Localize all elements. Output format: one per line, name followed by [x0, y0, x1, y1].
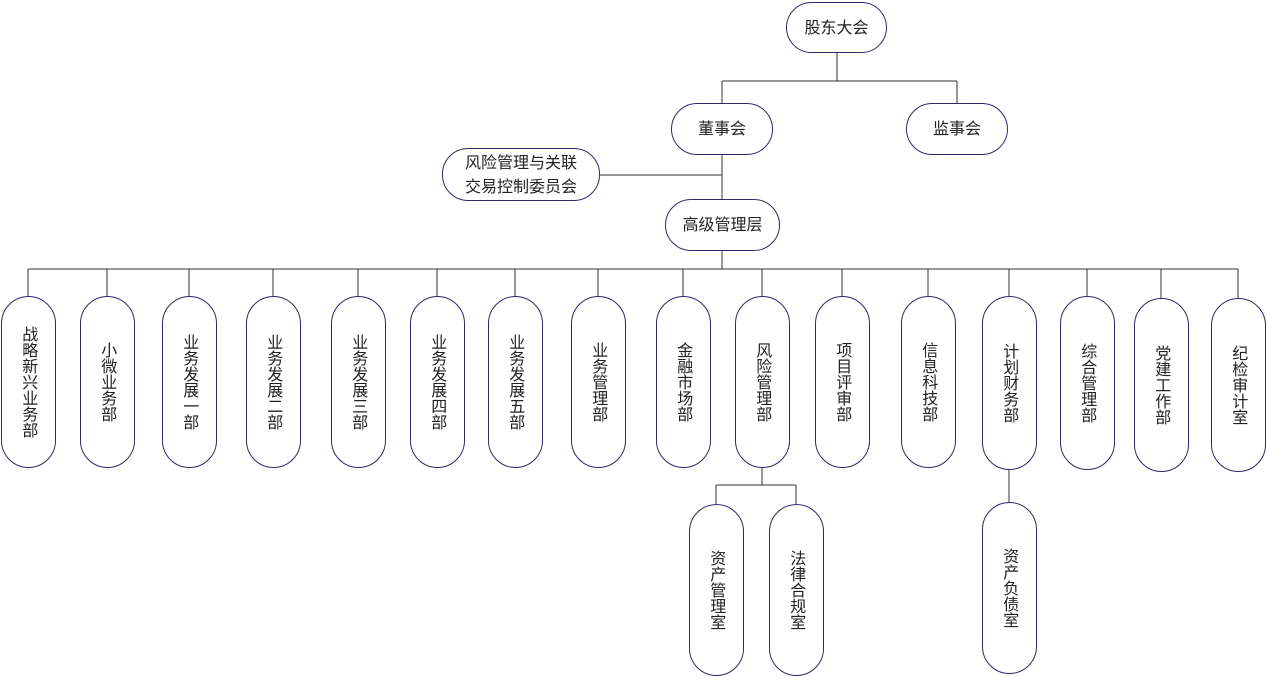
dept-strategic-emerging-business: 战略新兴业务部 [1, 296, 56, 468]
dept-discipline-audit: 纪检审计室 [1211, 298, 1266, 472]
dept-party-building: 党建工作部 [1134, 298, 1189, 472]
node-board-of-supervisors: 监事会 [906, 103, 1008, 155]
dept-project-review: 项目评审部 [815, 296, 870, 468]
dept-risk-management: 风险管理部 [735, 296, 790, 468]
dept-financial-markets: 金融市场部 [656, 296, 711, 468]
dept-business-management: 业务管理部 [571, 296, 626, 468]
sub-asset-liability-office: 资产负债室 [982, 502, 1037, 674]
node-risk-committee: 风险管理与关联 交易控制委员会 [442, 148, 600, 201]
dept-business-development-4: 业务发展四部 [410, 296, 465, 468]
dept-business-development-2: 业务发展二部 [246, 296, 301, 468]
dept-information-technology: 信息科技部 [901, 296, 956, 468]
node-senior-management: 高级管理层 [665, 199, 780, 251]
dept-business-development-1: 业务发展一部 [162, 296, 217, 468]
dept-planning-finance: 计划财务部 [982, 296, 1037, 470]
dept-business-development-3: 业务发展三部 [331, 296, 386, 468]
dept-small-micro-business: 小微业务部 [80, 296, 135, 468]
dept-business-development-5: 业务发展五部 [488, 296, 543, 468]
dept-general-management: 综合管理部 [1060, 296, 1115, 470]
node-board-of-directors: 董事会 [671, 103, 773, 155]
sub-asset-management-office: 资产管理室 [689, 504, 744, 676]
node-shareholders-meeting: 股东大会 [786, 2, 887, 53]
sub-legal-compliance-office: 法律合规室 [769, 504, 824, 676]
